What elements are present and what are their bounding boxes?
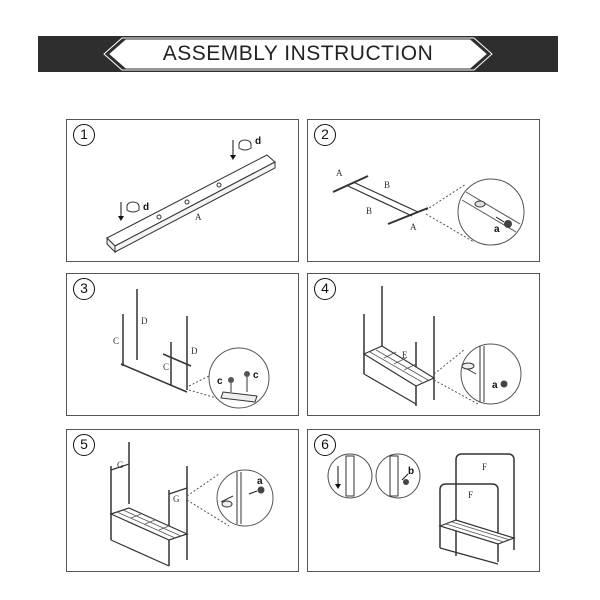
step-3-panel: 3 D C D C c c: [66, 273, 299, 416]
label-screw-a: a: [494, 224, 500, 235]
label-screw-c1: c: [217, 376, 223, 387]
step-1-panel: 1 A d d: [66, 119, 299, 262]
label-d-right: D: [191, 346, 198, 356]
step-number: 2: [314, 124, 336, 146]
label-g-bottom: G: [173, 494, 180, 504]
label-c-bottom: C: [163, 362, 169, 372]
label-screw-a: a: [492, 380, 498, 391]
step-number: 3: [73, 278, 95, 300]
step-2-panel: 2 A B B A a: [307, 119, 540, 262]
label-f-top: F: [482, 462, 487, 472]
banner-background: [38, 36, 558, 72]
step-number: 4: [314, 278, 336, 300]
header-banner: ASSEMBLY INSTRUCTION: [38, 36, 558, 72]
step-6-illustration: b F F: [327, 453, 516, 565]
label-b-top: B: [384, 180, 390, 190]
label-d-left: D: [141, 316, 148, 326]
label-b-bottom: B: [366, 206, 372, 216]
label-shelf-e: E: [402, 350, 408, 360]
step-4-panel: 4 E a: [307, 273, 540, 416]
step-2-illustration: A B B A a: [332, 168, 525, 246]
label-g-top: G: [117, 460, 124, 470]
label-f-bottom: F: [468, 490, 473, 500]
step-number: 1: [73, 124, 95, 146]
step-5-illustration: G G a: [109, 442, 274, 567]
label-screw-b: b: [408, 466, 414, 477]
step-5-panel: 5 G G a: [66, 429, 299, 572]
label-c-left: C: [113, 336, 119, 346]
label-screw-c2: c: [253, 370, 259, 381]
step-4-illustration: E a: [362, 286, 522, 406]
label-screw-a: a: [257, 476, 263, 487]
step-number: 6: [314, 434, 336, 456]
label-screw-d-left: d: [143, 202, 149, 213]
step-number: 5: [73, 434, 95, 456]
label-screw-d-right: d: [255, 136, 261, 147]
label-a-top: A: [336, 168, 343, 178]
page-title: ASSEMBLY INSTRUCTION: [162, 42, 434, 65]
step-1-illustration: A d d: [106, 136, 276, 254]
step-6-panel: 6 b F F: [307, 429, 540, 572]
label-a-bottom: A: [410, 222, 417, 232]
label-part-a: A: [195, 212, 202, 222]
step-3-illustration: D C D C c c: [113, 289, 270, 409]
